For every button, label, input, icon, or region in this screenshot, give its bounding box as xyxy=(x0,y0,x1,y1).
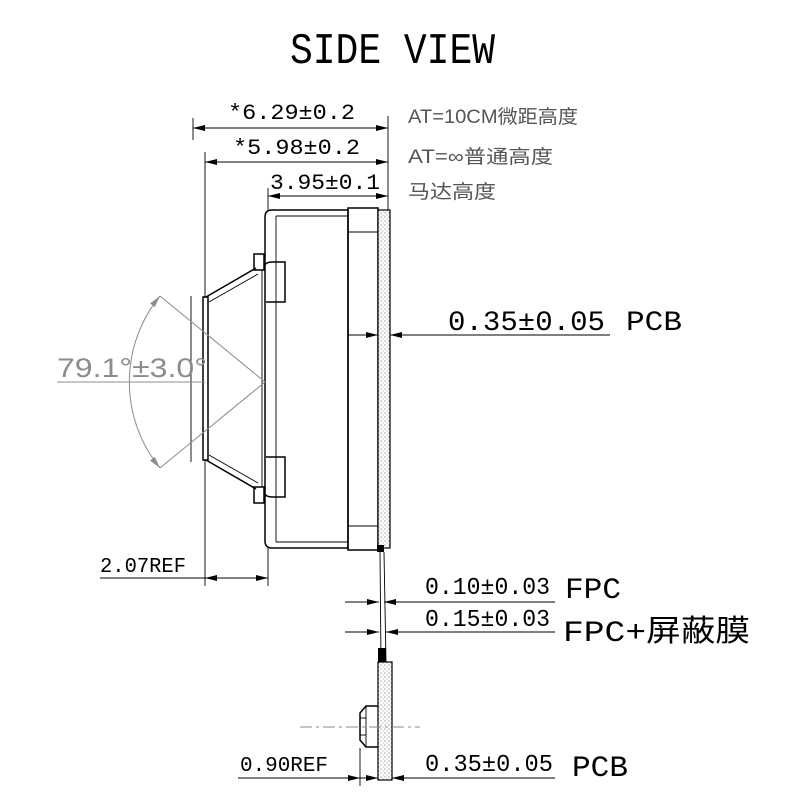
fov-value: 79.1°±3.0° xyxy=(57,353,207,383)
dimension-value: 0.35±0.05 xyxy=(448,308,605,339)
fpc-joint-bottom xyxy=(378,648,386,662)
fpc xyxy=(377,545,387,663)
motor-body-outline xyxy=(264,209,349,549)
field-of-view-angle: 79.1°±3.0° xyxy=(57,295,266,469)
dimension-pcb-thickness-top: 0.35±0.05 PCB xyxy=(348,308,682,339)
motor-body xyxy=(264,209,349,549)
connector-outline xyxy=(359,705,378,748)
lens-cone-top-inner-edge xyxy=(208,273,259,303)
connector xyxy=(359,705,378,748)
fpc-line-right xyxy=(383,551,387,663)
dimension-lens-protrusion: 2.07REF xyxy=(100,460,269,586)
dimension-label: PCB xyxy=(626,308,682,339)
dimension-note: AT=10CM微距高度 xyxy=(408,106,578,128)
drawing-title: SIDE VIEW xyxy=(290,27,496,77)
fov-ray-top xyxy=(159,295,266,383)
dimension-value: *6.29±0.2 xyxy=(228,101,355,126)
dimension-value: 0.10±0.03 xyxy=(425,575,550,602)
dimension-fpc-thickness: 0.10±0.03 FPC xyxy=(345,574,621,608)
dimension-value: *5.98±0.2 xyxy=(233,136,360,161)
dimension-label: FPC+屏蔽膜 xyxy=(563,615,750,651)
fpc-joint-top xyxy=(377,545,384,552)
lens-front-face xyxy=(202,296,209,461)
lens-cone-top-edge xyxy=(205,267,257,298)
dimension-value: 0.35±0.05 xyxy=(425,752,553,779)
pcb-stiffener xyxy=(377,661,393,781)
dimension-normal-height: *5.98±0.2 AT=∞普通高度 xyxy=(204,136,553,298)
dimension-motor-height: 3.95±0.1 马达高度 xyxy=(267,171,496,210)
fov-ray-bottom xyxy=(159,381,266,469)
dimension-connector-offset: 0.90REF xyxy=(238,748,378,786)
dimension-value: 3.95±0.1 xyxy=(270,171,380,196)
dimension-fpc-shield-thickness: 0.15±0.03 FPC+屏蔽膜 xyxy=(345,607,750,651)
dimension-pcb-thickness-bottom: 0.35±0.05 PCB xyxy=(392,752,628,786)
lens-tab-top xyxy=(253,253,265,271)
lens-cone-bottom-edge xyxy=(205,459,257,490)
lens xyxy=(202,253,265,504)
dimension-note: AT=∞普通高度 xyxy=(408,146,553,168)
dimension-value: 2.07REF xyxy=(100,556,186,579)
dimension-label: PCB xyxy=(572,752,628,786)
fpc-line-left xyxy=(379,551,382,663)
dimension-label: FPC xyxy=(565,574,621,608)
dimension-value: 0.90REF xyxy=(240,755,328,778)
dimension-note: 马达高度 xyxy=(408,181,496,203)
dimension-value: 0.15±0.03 xyxy=(425,607,550,634)
dimension-macro-height: *6.29±0.2 AT=10CM微距高度 xyxy=(190,101,578,462)
pcb-main xyxy=(377,209,391,549)
lens-tab-bottom xyxy=(253,486,265,504)
lens-cone-bottom-inner-edge xyxy=(208,454,259,484)
